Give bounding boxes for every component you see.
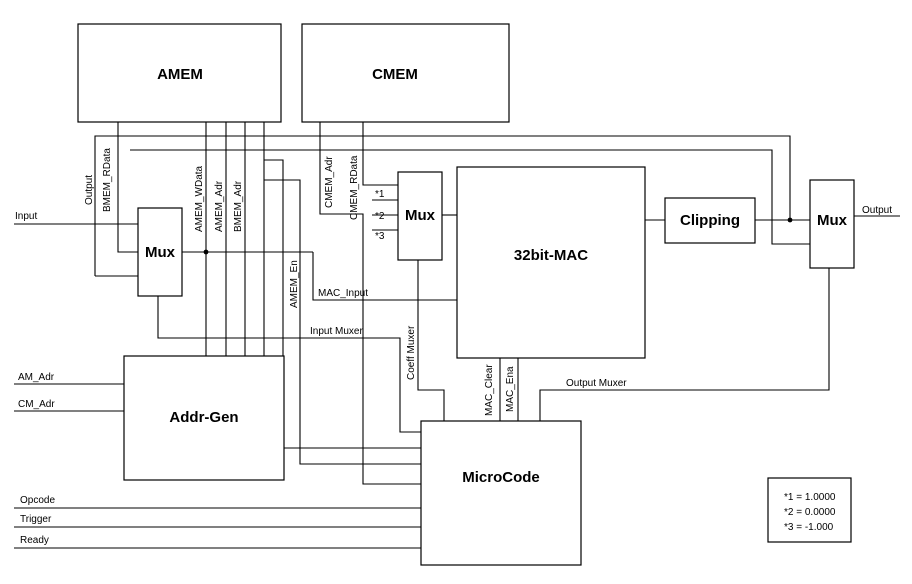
wire-cmem-adr	[319, 122, 421, 485]
signal-output-left: Output	[84, 175, 95, 205]
signal-output-muxer: Output Muxer	[566, 378, 627, 389]
input-mux-label: Mux	[145, 244, 176, 261]
signal-coeff-muxer: Coeff Muxer	[406, 325, 417, 380]
signal-input-muxer: Input Muxer	[310, 326, 363, 337]
signal-amem-en: AMEM_En	[289, 260, 300, 308]
cmem-block: CMEM	[301, 23, 510, 123]
wire-amem-branch	[264, 179, 421, 465]
signal-opcode: Opcode	[20, 495, 55, 506]
constants-legend: *1 = 1.0000 *2 = 0.0000 *3 = -1.000	[767, 477, 852, 543]
signal-amem-adr: AMEM_Adr	[214, 180, 225, 232]
output-mux-label: Mux	[817, 212, 848, 229]
legend-item-2: *2 = 0.0000	[784, 507, 836, 518]
clipping-block: Clipping	[664, 197, 756, 244]
wire-amem-en	[264, 159, 421, 449]
wire-mac-input	[312, 252, 457, 301]
signal-cmem-adr: CMEM_Adr	[324, 156, 335, 208]
signal-bmem-rdata: BMEM_RData	[102, 148, 113, 212]
clipping-label: Clipping	[680, 212, 740, 229]
wire-output-muxer	[539, 268, 830, 421]
signal-amem-wdata: AMEM_WData	[194, 165, 205, 232]
junction-dot	[787, 217, 793, 223]
signal-trigger: Trigger	[20, 514, 52, 525]
signal-input: Input	[15, 211, 37, 222]
signal-am-adr: AM_Adr	[18, 372, 55, 383]
signal-mac-input: MAC_Input	[318, 288, 368, 299]
microcode-label: MicroCode	[462, 469, 540, 486]
signal-mac-ena: MAC_Ena	[505, 366, 516, 412]
signal-const-3: *3	[375, 231, 385, 242]
wires	[14, 122, 900, 549]
signal-mac-clear: MAC_Clear	[484, 364, 495, 416]
wire-cmem-rdata	[362, 122, 398, 186]
microcode-block: MicroCode	[420, 420, 582, 566]
addr-gen-block: Addr-Gen	[123, 355, 285, 481]
amem-block: AMEM	[77, 23, 282, 123]
wire-coeff-muxer	[417, 260, 445, 421]
signal-bmem-adr: BMEM_Adr	[233, 180, 244, 232]
output-mux-block: Mux	[809, 179, 855, 269]
amem-label: AMEM	[157, 66, 203, 83]
addr-gen-label: Addr-Gen	[169, 409, 238, 426]
legend-item-3: *3 = -1.000	[784, 522, 834, 533]
signal-output-right: Output	[862, 205, 892, 216]
cmem-label: CMEM	[372, 66, 418, 83]
wire-bmem-rdata-feed	[130, 149, 810, 245]
wire-output-feedback	[94, 135, 791, 276]
signal-cmem-rdata: CMEM_RData	[349, 155, 360, 220]
mac-block: 32bit-MAC	[456, 166, 646, 359]
coeff-mux-block: Mux	[397, 171, 443, 261]
signal-cm-adr: CM_Adr	[18, 399, 55, 410]
legend-item-1: *1 = 1.0000	[784, 492, 836, 503]
wire-input-muxer	[157, 296, 421, 433]
signal-const-1: *1	[375, 189, 385, 200]
junction-dot	[203, 249, 209, 255]
wire-bmem-rdata	[117, 122, 138, 253]
signal-ready: Ready	[20, 535, 49, 546]
coeff-mux-label: Mux	[405, 207, 436, 224]
signal-const-2: *2	[375, 211, 385, 222]
mac-label: 32bit-MAC	[514, 247, 588, 264]
input-mux-block: Mux	[137, 207, 183, 297]
signal-labels: Input Output BMEM_RData AMEM_WData AMEM_…	[15, 148, 892, 546]
